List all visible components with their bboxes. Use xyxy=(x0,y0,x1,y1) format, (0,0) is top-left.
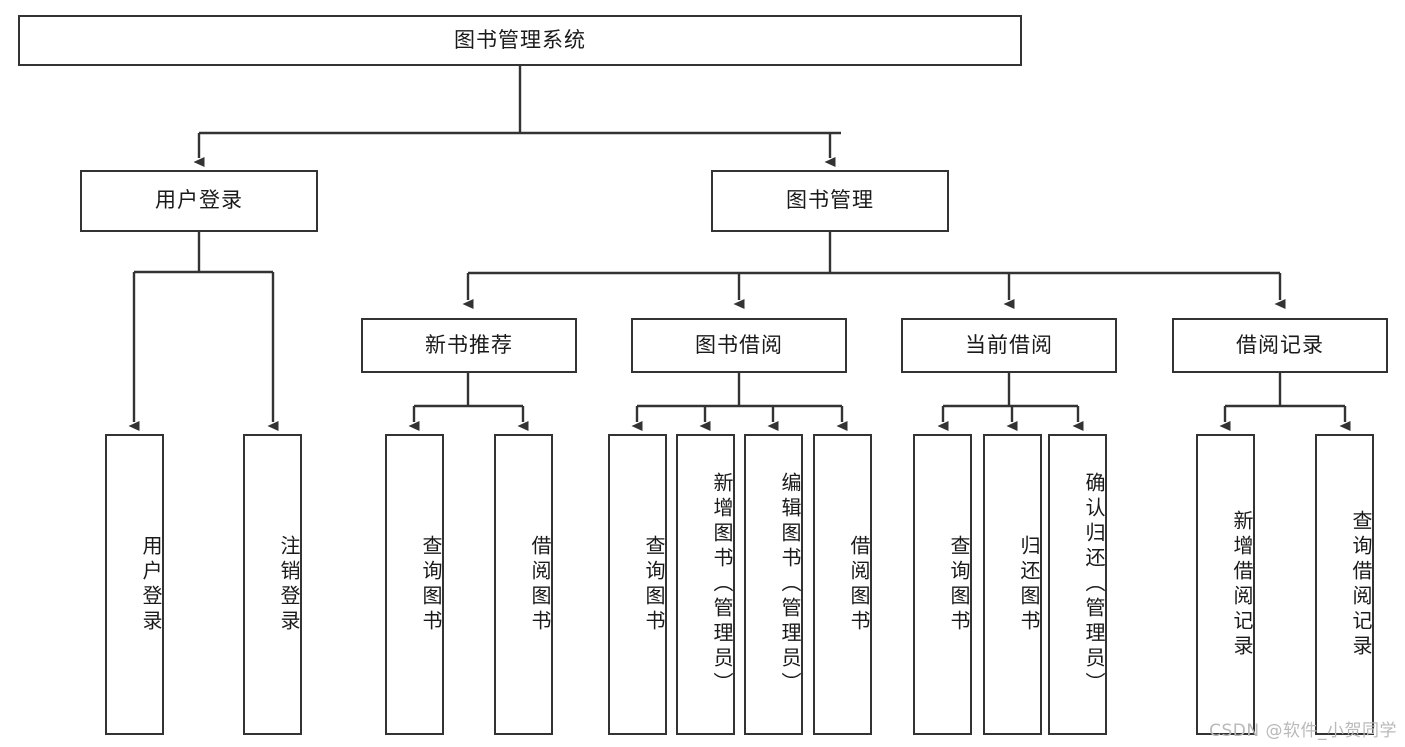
node-label: 用户登录 xyxy=(155,188,243,213)
node-current-borrow[interactable]: 当前借阅 xyxy=(901,318,1117,373)
node-label: 编辑图书（管理员） xyxy=(778,472,802,697)
leaf-new-book-borrow[interactable]: 借阅图书 xyxy=(494,434,553,735)
node-root[interactable]: 图书管理系统 xyxy=(18,15,1022,66)
node-book-management[interactable]: 图书管理 xyxy=(711,170,949,232)
node-label: 查询图书 xyxy=(642,534,666,635)
leaf-borrow-edit-book[interactable]: 编辑图书（管理员） xyxy=(744,434,803,735)
node-label: 当前借阅 xyxy=(965,332,1053,357)
node-label: 借阅图书 xyxy=(847,534,871,635)
node-label: 借阅图书 xyxy=(528,534,552,635)
node-label: 图书管理系统 xyxy=(454,27,586,52)
node-user-login[interactable]: 用户登录 xyxy=(80,170,318,232)
node-label: 查询借阅记录 xyxy=(1349,509,1373,660)
node-label: 用户登录 xyxy=(139,534,163,635)
leaf-record-query-record[interactable]: 查询借阅记录 xyxy=(1315,434,1374,735)
leaf-current-query-book[interactable]: 查询图书 xyxy=(913,434,972,735)
node-label: 新书推荐 xyxy=(425,332,513,357)
leaf-current-return-book[interactable]: 归还图书 xyxy=(983,434,1042,735)
node-label: 借阅记录 xyxy=(1236,332,1324,357)
leaf-current-confirm-return[interactable]: 确认归还（管理员） xyxy=(1048,434,1107,735)
node-label: 新增借阅记录 xyxy=(1230,509,1254,660)
node-label: 确认归还（管理员） xyxy=(1082,472,1106,697)
leaf-new-book-query[interactable]: 查询图书 xyxy=(385,434,444,735)
leaf-borrow-add-book[interactable]: 新增图书（管理员） xyxy=(676,434,735,735)
leaf-user-login-login[interactable]: 用户登录 xyxy=(105,434,164,735)
node-new-book-recommend[interactable]: 新书推荐 xyxy=(361,318,577,373)
node-label: 图书借阅 xyxy=(695,332,783,357)
node-label: 查询图书 xyxy=(419,534,443,635)
leaf-user-login-logout[interactable]: 注销登录 xyxy=(243,434,302,735)
leaf-borrow-query-book[interactable]: 查询图书 xyxy=(608,434,667,735)
leaf-record-add-record[interactable]: 新增借阅记录 xyxy=(1196,434,1255,735)
leaf-borrow-borrow-book[interactable]: 借阅图书 xyxy=(813,434,872,735)
node-label: 查询图书 xyxy=(947,534,971,635)
node-label: 新增图书（管理员） xyxy=(710,472,734,697)
node-borrow-record[interactable]: 借阅记录 xyxy=(1172,318,1388,373)
node-label: 归还图书 xyxy=(1017,534,1041,635)
node-book-borrow[interactable]: 图书借阅 xyxy=(631,318,847,373)
watermark: CSDN @软件_小贺同学 xyxy=(1209,721,1397,741)
node-label: 图书管理 xyxy=(786,188,874,213)
node-label: 注销登录 xyxy=(277,534,301,635)
